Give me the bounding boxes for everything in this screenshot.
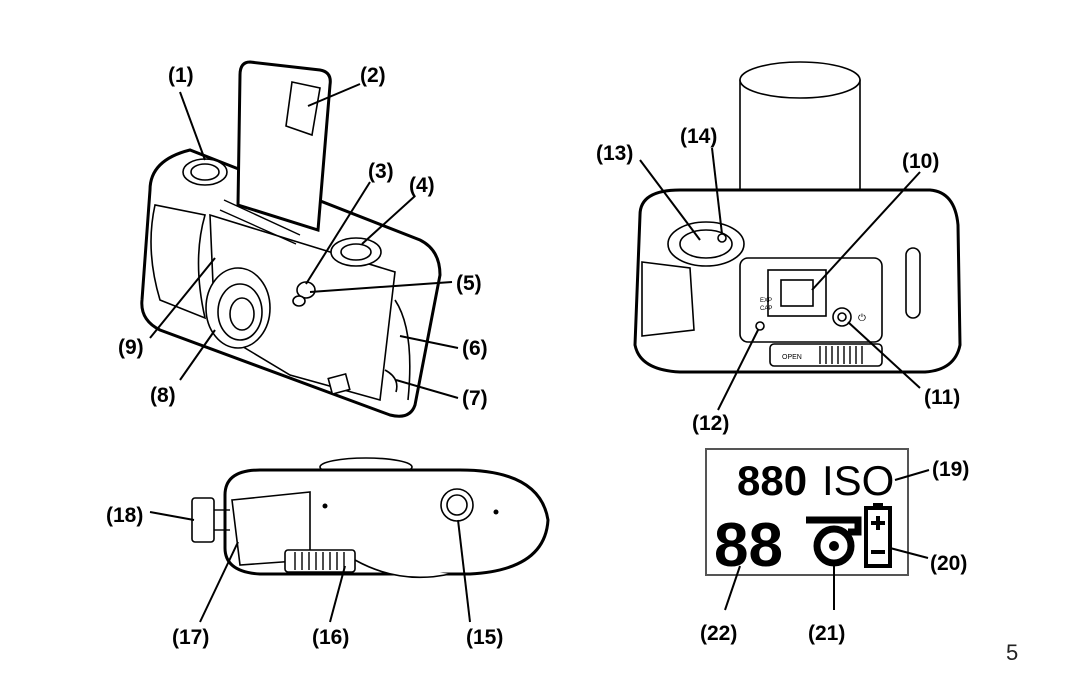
camera-front-view [140, 60, 442, 418]
callout-9: (9) [118, 336, 144, 359]
callout-3: (3) [368, 160, 394, 183]
iso-label: ISO [822, 457, 894, 504]
callout-4: (4) [409, 174, 435, 197]
callout-19: (19) [932, 458, 969, 481]
frame-counter-small: 880 [737, 457, 807, 504]
callout-5: (5) [456, 272, 482, 295]
callout-8: (8) [150, 384, 176, 407]
callout-13: (13) [596, 142, 633, 165]
callout-18: (18) [106, 504, 143, 527]
camera-top-view [191, 457, 550, 579]
film-cartridge-icon [806, 516, 862, 567]
callout-10: (10) [902, 150, 939, 173]
callout-16: (16) [312, 626, 349, 649]
callout-20: (20) [930, 552, 967, 575]
callout-12: (12) [692, 412, 729, 435]
cap-label: CAP [760, 306, 772, 312]
callout-14: (14) [680, 125, 717, 148]
callout-11: (11) [924, 386, 960, 409]
svg-text:⏻: ⏻ [858, 313, 866, 324]
callout-21: (21) [808, 622, 845, 645]
callout-22: (22) [700, 622, 737, 645]
camera-back-view: EXP CAP ⏻ OPEN [633, 61, 962, 374]
callout-labels: (1) (2) (3) (4) (5) (6) (7) (8) (9) (10)… [106, 64, 969, 649]
callout-15: (15) [466, 626, 503, 649]
page-number: 5 [1006, 640, 1019, 665]
callout-7: (7) [462, 387, 488, 410]
leader-lines [149, 83, 930, 623]
lcd-panel: 880 ISO 88 [705, 448, 909, 580]
open-label: OPEN [782, 354, 802, 361]
battery-icon [864, 503, 892, 568]
callout-2: (2) [360, 64, 386, 87]
callout-17: (17) [172, 626, 209, 649]
exp-label: EXP [760, 298, 772, 304]
callout-1: (1) [168, 64, 194, 87]
callout-6: (6) [462, 337, 488, 360]
frame-counter-large: 88 [714, 511, 783, 580]
